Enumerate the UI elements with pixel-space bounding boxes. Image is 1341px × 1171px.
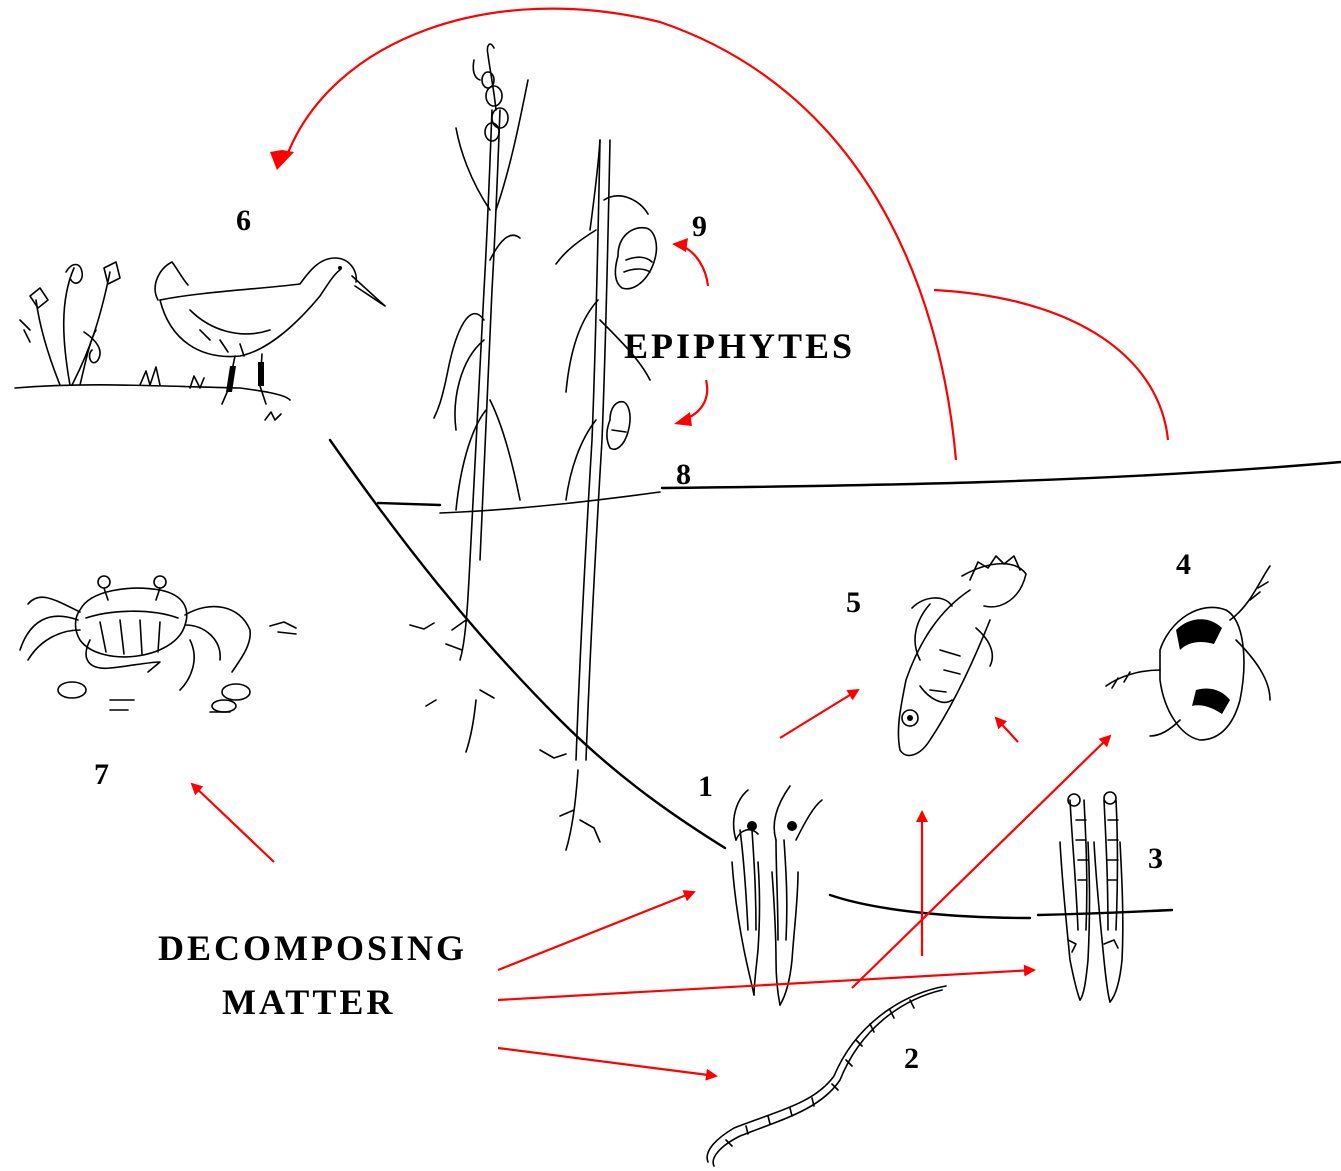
arrow-to-barnacle xyxy=(851,734,1112,989)
label-7: 7 xyxy=(94,758,109,791)
arrow-decomp-to-earthworm xyxy=(497,1046,718,1081)
arrow-to-bird xyxy=(284,7,958,461)
arrow-decomp-to-worm1 xyxy=(497,890,696,972)
bird-icon xyxy=(154,257,386,405)
label-4: 4 xyxy=(1176,548,1191,581)
shore-slope-line xyxy=(328,438,727,850)
barnacle-icon xyxy=(1105,565,1271,741)
arrows xyxy=(190,7,1170,1081)
label-epiphytes: EPIPHYTES xyxy=(624,326,855,366)
water-surface-line xyxy=(376,460,1341,514)
arrow-worm3-to-fish xyxy=(994,716,1019,743)
sediment-line xyxy=(828,893,1174,920)
arrow-to-snail-bottom-head xyxy=(674,412,692,426)
label-6: 6 xyxy=(236,204,251,237)
label-8: 8 xyxy=(676,458,691,491)
label-5: 5 xyxy=(846,586,861,619)
arrow-decomp-to-worm3 xyxy=(497,964,1036,1002)
label-3: 3 xyxy=(1148,842,1163,875)
worm-tube-icon-3 xyxy=(1059,791,1124,1003)
arrow-to-snail-top-head xyxy=(672,238,688,252)
label-1: 1 xyxy=(698,770,713,803)
arrow-to-snail-bottom xyxy=(687,379,709,419)
crab-icon xyxy=(19,575,297,713)
arrow-worm1-to-fish xyxy=(779,688,860,739)
worm-tube-icon-1 xyxy=(731,785,823,1006)
reed-plant-icon xyxy=(409,43,651,851)
marsh-grass-icon xyxy=(14,261,291,421)
arrow-to-bird-head xyxy=(270,150,294,170)
label-decomposing: DECOMPOSING xyxy=(158,928,467,968)
label-matter: MATTER xyxy=(222,982,395,1022)
label-9: 9 xyxy=(692,210,707,243)
fish-icon xyxy=(897,555,1027,757)
label-2: 2 xyxy=(904,1042,919,1075)
arrow-decomp-to-crab xyxy=(190,782,275,863)
earthworm-icon xyxy=(706,985,947,1167)
arrow-to-snail-top xyxy=(681,244,710,287)
arrow-arc-secondary xyxy=(933,288,1170,441)
snail-icon xyxy=(606,227,658,450)
